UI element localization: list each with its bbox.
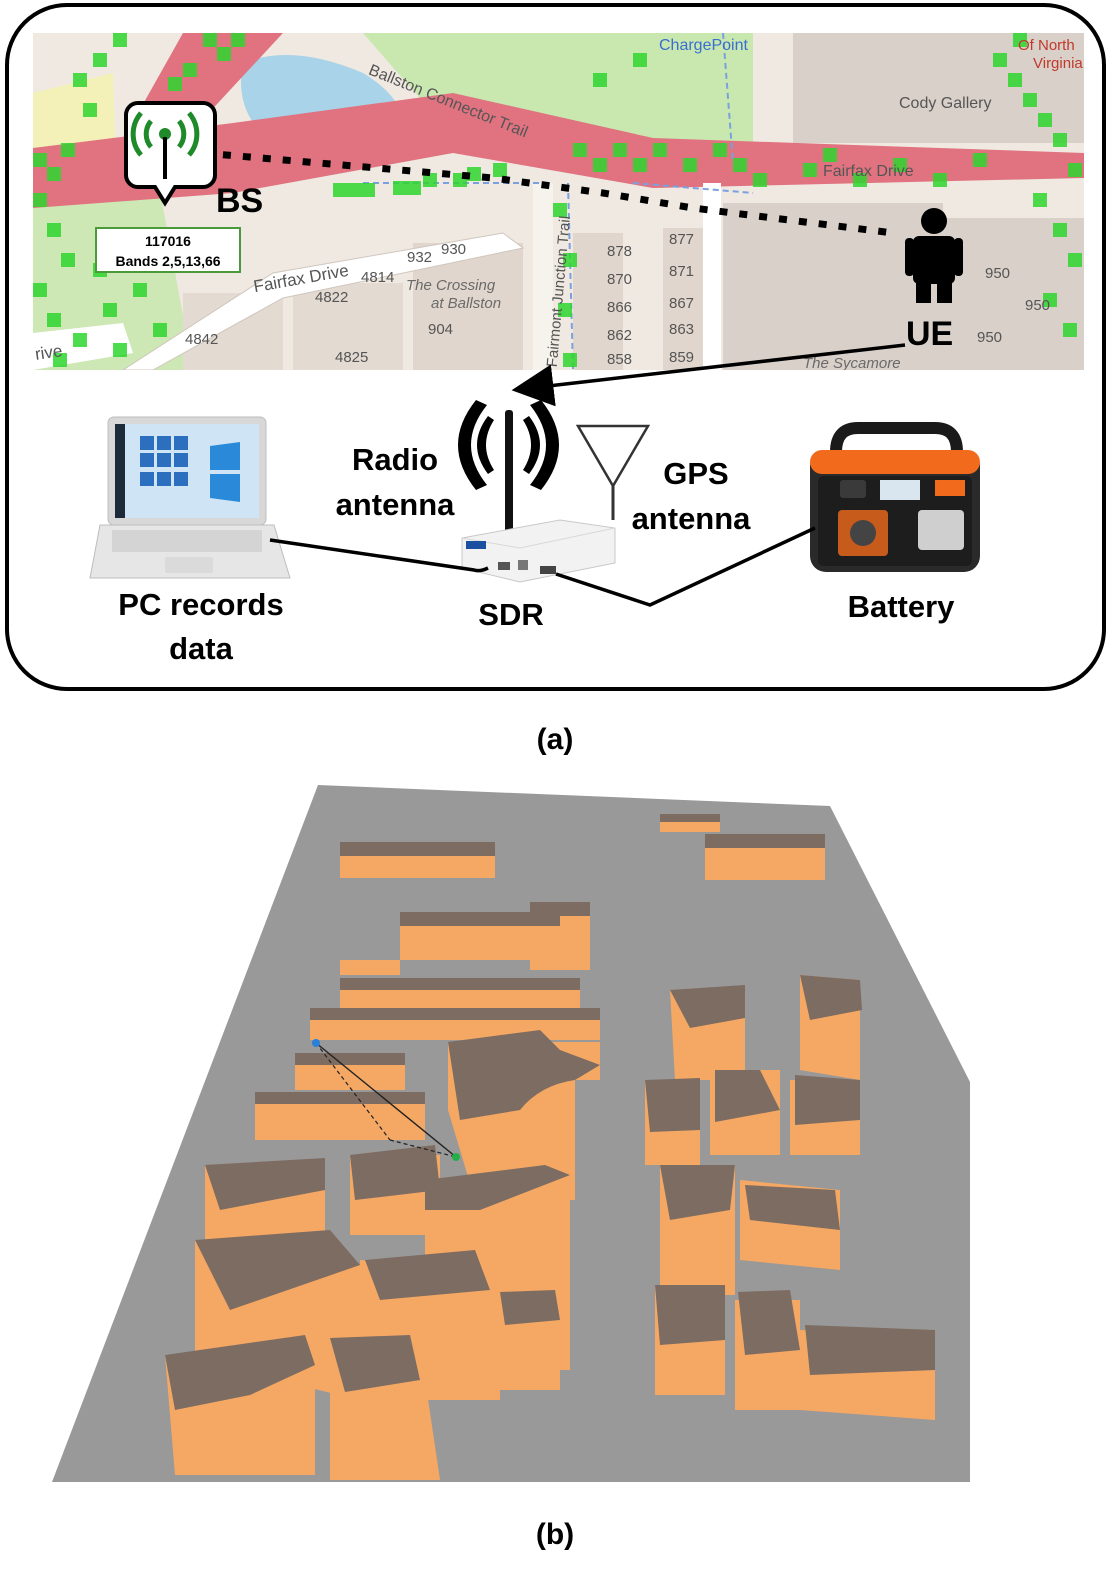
house-number: 4825	[335, 349, 369, 366]
house-number: 871	[669, 263, 695, 280]
house-number: 877	[669, 231, 695, 248]
house-number: 866	[607, 299, 633, 316]
cell-info-box: 117016 Bands 2,5,13,66	[95, 227, 241, 273]
ue-person-icon	[905, 208, 963, 303]
gps-antenna-label-1: GPS	[663, 456, 729, 491]
map-label-drive-left: rive	[33, 341, 64, 364]
house-number: 4822	[315, 289, 349, 306]
house-number: 870	[607, 271, 633, 288]
coverage-map: Fairfax Drive Fairfax Drive Ballston Con…	[33, 33, 1084, 370]
house-number: 878	[607, 243, 633, 260]
bs-icon	[124, 101, 217, 207]
house-number: 862	[607, 327, 633, 344]
house-number: 4842	[185, 331, 219, 348]
tx-point	[312, 1039, 320, 1047]
caption-a: (a)	[536, 723, 574, 756]
sdr-label: SDR	[478, 597, 544, 632]
buildings	[165, 814, 935, 1480]
ray-paths	[312, 1039, 460, 1161]
map-label-virginia: Virginia	[1033, 55, 1083, 72]
house-number: 4814	[361, 269, 395, 286]
house-number: 932	[407, 249, 433, 266]
map-label-cody-gallery: Cody Gallery	[899, 95, 992, 112]
house-number: 950	[1025, 297, 1051, 314]
building-block	[793, 33, 1084, 143]
bs-label: BS	[216, 182, 264, 220]
map-label-crossing-1: The Crossing	[406, 277, 496, 294]
map-label-fairfax-drive-2: Fairfax Drive	[823, 163, 914, 180]
ue-label: UE	[906, 315, 954, 353]
rx-point	[452, 1153, 460, 1161]
cell-id: 117016	[145, 233, 191, 249]
radio-antenna-label-1: Radio	[351, 442, 439, 477]
map-label-north: Of North	[1018, 37, 1075, 54]
house-number: 950	[985, 265, 1011, 282]
radio-antenna-label-2: antenna	[335, 487, 455, 522]
map-label-sycamore: The Sycamore	[803, 355, 901, 370]
house-number: 859	[669, 349, 695, 366]
pc-label-2: data	[169, 631, 233, 666]
coverage-pixels	[33, 33, 1082, 367]
battery-label: Battery	[847, 589, 955, 624]
map-label-chargepoint: ChargePoint	[659, 37, 748, 54]
3d-building-scene	[52, 785, 970, 1482]
pc-label-1: PC records	[118, 587, 284, 622]
house-number: 863	[669, 321, 695, 338]
road-fairfax-lower	[122, 232, 525, 370]
house-number: 950	[977, 329, 1003, 346]
gps-antenna-label-2: antenna	[631, 501, 751, 536]
road-fairfax	[33, 93, 1084, 208]
house-number: 858	[607, 351, 633, 368]
cell-bands: Bands 2,5,13,66	[115, 253, 221, 269]
map-label-crossing-2: at Ballston	[431, 295, 502, 312]
house-number: 930	[441, 241, 467, 258]
house-number: 904	[428, 321, 454, 338]
bs-ue-link	[202, 149, 894, 237]
house-number: 867	[669, 295, 695, 312]
caption-b: (b)	[535, 1518, 575, 1551]
